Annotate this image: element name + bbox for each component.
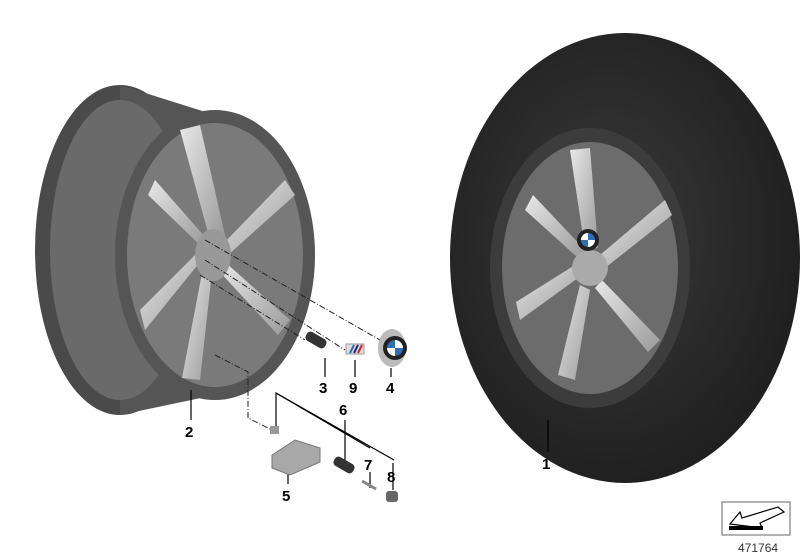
sensor-screw-illustration	[270, 426, 279, 434]
leader-lines	[190, 358, 549, 490]
m-badge-illustration	[345, 343, 365, 355]
arrow-back-icon[interactable]	[721, 501, 791, 536]
part-label-8[interactable]: 8	[387, 469, 395, 486]
assembly-lines	[199, 239, 381, 431]
part-label-5[interactable]: 5	[282, 488, 290, 505]
part-label-2[interactable]: 2	[185, 424, 193, 441]
part-label-9[interactable]: 9	[349, 380, 357, 397]
reference-number: 471764	[738, 541, 778, 555]
hub-cap-illustration	[378, 329, 407, 367]
valve-cap-illustration	[386, 491, 398, 502]
part-label-4[interactable]: 4	[386, 380, 395, 397]
rim-illustration	[35, 85, 315, 415]
wheel-with-tire-illustration	[450, 33, 800, 483]
bmw-logo-icon	[577, 229, 599, 251]
valve-core-illustration	[361, 479, 377, 491]
wheel-bolt-illustration	[305, 331, 327, 349]
tpms-sensor-illustration	[271, 439, 321, 476]
part-label-1[interactable]: 1	[542, 456, 550, 473]
part-label-3[interactable]: 3	[319, 380, 327, 397]
part-label-7[interactable]: 7	[364, 457, 372, 474]
part-label-6[interactable]: 6	[339, 402, 347, 419]
valve-illustration	[333, 456, 355, 474]
